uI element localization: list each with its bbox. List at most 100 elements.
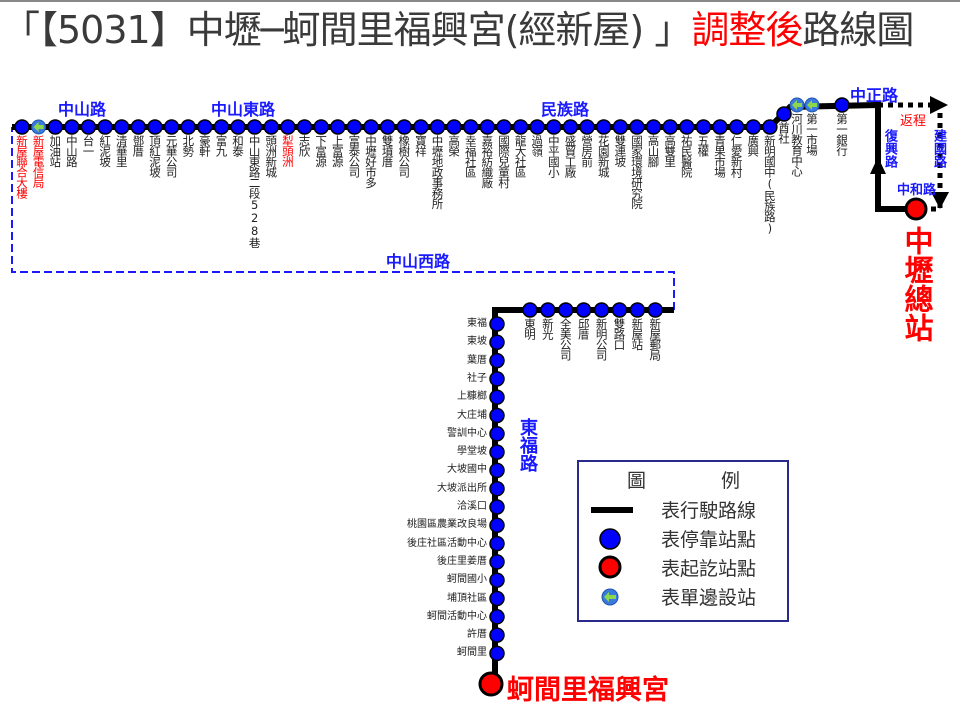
- stop-label: 大坡國中: [447, 464, 487, 476]
- page-title: 「【5031】中壢─蚵間里福興宮(經新屋) 」調整後路線圖: [2, 4, 914, 56]
- bus-stop-dot: [611, 302, 628, 318]
- stop-label: 龍大社區: [513, 135, 528, 177]
- stop-label: 社子: [467, 372, 487, 384]
- road-label-zhongshan-west: 中山西路: [386, 252, 451, 271]
- bus-stop-dot: [489, 334, 505, 351]
- bus-stop-dot: [579, 119, 595, 135]
- stop-label: 過嶺: [530, 135, 545, 156]
- bus-stop-dot: [728, 119, 745, 135]
- bus-stop-dot: [562, 119, 579, 135]
- bus-stop-dot: [662, 119, 678, 135]
- bus-stop-dot: [489, 499, 505, 515]
- legend-item-route: 表行駛路線: [661, 500, 757, 522]
- stop-label: 橡樹公司: [397, 135, 412, 177]
- return-trip-label: 返程: [900, 114, 927, 129]
- legend-terminal-icon: [598, 555, 622, 579]
- stop-label: 仁愛新村: [729, 135, 744, 177]
- legend: 圖 例 表行駛路線 表停靠站點 表起訖站點 表單邊設站: [577, 460, 789, 622]
- road-label-zhongshan-east: 中山東路: [211, 100, 276, 119]
- stop-label: 高山腳: [646, 135, 661, 167]
- road-label-dongfu: 東福路: [517, 418, 538, 472]
- stop-label: 新明國中(民族路): [762, 135, 777, 235]
- legend-item-terminal: 表起訖站點: [661, 558, 757, 580]
- stop-label: 營房前: [580, 135, 595, 167]
- stop-label: 警訓中心: [447, 427, 487, 439]
- stop-label: 廣興: [746, 135, 761, 156]
- bus-stop-dot: [522, 302, 538, 318]
- terminal-label-fuxing-temple: 蚵間里福興宮: [507, 675, 669, 706]
- stop-label: 葉厝: [467, 354, 487, 366]
- stop-label: 後庄社區活動中心: [407, 537, 487, 549]
- stop-label: 中壢地政事務所: [430, 135, 445, 209]
- one-side-arrow-icon: [807, 100, 817, 110]
- bus-stop-dot: [489, 535, 505, 552]
- bus-stop-dot: [346, 119, 363, 135]
- stop-label: 志欣: [297, 135, 312, 156]
- stop-label: 五權: [696, 135, 711, 156]
- bus-stop-dot: [180, 119, 196, 135]
- stop-label: 洽溪口: [457, 501, 487, 512]
- bus-stop-dot: [695, 119, 712, 135]
- bus-stop-dot: [546, 119, 562, 135]
- stop-label: 上糠榔: [457, 391, 487, 403]
- stop-label: 學堂坡: [457, 446, 487, 458]
- stop-label: 後庄里姜厝: [437, 555, 487, 567]
- road-label-zhongzheng: 中正路: [850, 86, 899, 105]
- bus-stop-dot: [14, 119, 30, 135]
- bus-stop-dot: [113, 119, 130, 135]
- stop-label: 嘉裕紡織廠: [480, 135, 495, 188]
- bus-stop-dot: [489, 645, 505, 662]
- one-side-arrow-icon: [792, 100, 802, 110]
- bus-stop-dot: [776, 106, 792, 122]
- stop-label: 頂紅泥坡: [147, 135, 162, 177]
- one-side-arrow-icon: [33, 122, 44, 132]
- bus-stop-dot: [679, 119, 695, 135]
- bus-stop-dot: [834, 97, 850, 113]
- bus-stop-dot: [489, 371, 505, 387]
- stop-label: 東坡: [467, 336, 487, 348]
- stop-label: 新屋站: [630, 318, 645, 350]
- stop-label: 邱厝: [576, 318, 591, 339]
- road-label-fuxing: 復興路: [882, 129, 897, 168]
- legend-stop-icon: [599, 528, 621, 550]
- stop-label: 犁頭洲: [280, 135, 295, 167]
- bus-stop-dot: [379, 119, 396, 135]
- bus-stop-dot: [489, 407, 505, 424]
- legend-title-right: 例: [721, 470, 741, 492]
- stop-label: 加油站: [48, 135, 63, 167]
- terminal-dot-zhongli: [904, 197, 928, 221]
- stop-label: 東明: [523, 318, 537, 339]
- stop-label: 新屋電信局: [31, 135, 46, 188]
- stop-label: 上富源: [330, 135, 345, 167]
- stop-label: 新屋郵局: [648, 318, 663, 360]
- dashed-route-zhongshan-west: [11, 127, 675, 310]
- bus-stop-dot: [489, 480, 505, 497]
- stop-label: 蚵間活動中心: [427, 610, 487, 622]
- bus-stop-dot: [593, 302, 610, 318]
- legend-route-line-icon: [591, 507, 633, 513]
- stop-label: 全美公司: [558, 318, 573, 360]
- bus-stop-dot: [489, 554, 505, 570]
- bus-stop-dot: [230, 119, 246, 135]
- bus-stop-dot: [396, 119, 413, 135]
- bus-stop-dot: [64, 119, 80, 135]
- stop-label: 國際兒童村: [496, 135, 511, 188]
- bus-stop-dot: [745, 119, 762, 135]
- direction-arrow-right: [930, 96, 948, 114]
- bus-stop-dot: [213, 119, 230, 135]
- road-label-jianguo: 建國路: [931, 129, 946, 168]
- stop-label: 幸福社區: [463, 135, 478, 177]
- stop-label: 許厝: [467, 629, 487, 641]
- bus-stop-dot: [489, 572, 505, 588]
- stop-label: 中山路: [64, 135, 79, 167]
- stop-label: 北勢: [181, 135, 196, 156]
- bus-stop-dot: [645, 119, 662, 135]
- bus-stop-dot: [363, 119, 379, 135]
- stop-label: 埔頂社區: [447, 592, 487, 604]
- legend-symbols: [591, 507, 633, 606]
- bus-stop-dot: [489, 590, 505, 607]
- stop-label: 清華里: [114, 135, 129, 167]
- bus-stop-dot: [296, 119, 313, 135]
- road-label-minzu: 民族路: [541, 100, 590, 119]
